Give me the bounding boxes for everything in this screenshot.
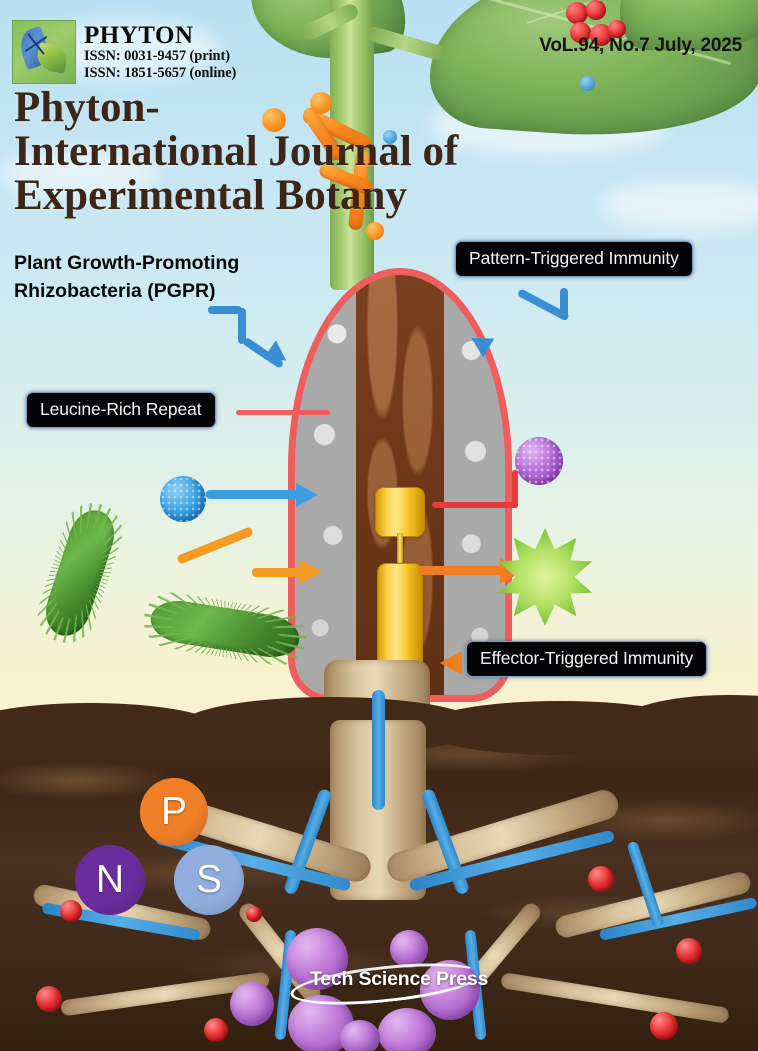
root-nodule (378, 1008, 436, 1051)
pgpr-arrow-shaft (238, 308, 246, 344)
rhizobacterium (30, 495, 130, 651)
mamp-arrow-head (296, 483, 318, 507)
publisher-logo[interactable]: Tech Science Press (288, 956, 489, 1012)
receptor-domain-upper (375, 487, 425, 537)
sphere-texture (515, 437, 563, 485)
root-nodule (340, 1020, 380, 1051)
flagella-icon (139, 588, 311, 670)
cloud-shape (600, 180, 758, 230)
orange-exudate-knob (262, 108, 286, 132)
receptor-linker (397, 533, 403, 565)
soil-nutrient-particle (676, 938, 702, 964)
callout-pattern-triggered-immunity[interactable]: Pattern-Triggered Immunity (455, 241, 693, 277)
nutrient-nitrogen: N (75, 845, 145, 915)
berry (590, 24, 612, 46)
pti-arrow-shaft (560, 288, 568, 318)
root-nodule (230, 982, 274, 1026)
effector-connector-line (432, 502, 518, 508)
berry (570, 22, 591, 43)
rhizobacterium (139, 588, 311, 670)
mamp-arrow-shaft (206, 490, 300, 499)
sphere-texture (160, 476, 206, 522)
soil-nutrient-particle (60, 900, 82, 922)
effector-in-arrow-head (300, 560, 322, 584)
plant-leaf (620, 0, 758, 50)
root-nodule (286, 928, 348, 990)
receptor-cell (288, 268, 512, 702)
subtitle-line-2: Rhizobacteria (PGPR) (14, 279, 216, 302)
soil-nutrient-particle (650, 1012, 678, 1040)
soil-nutrient-particle (36, 986, 62, 1012)
root-nodule (420, 960, 480, 1020)
issn-print: ISSN: 0031-9457 (print) (84, 48, 230, 64)
soil-nutrient-particle (246, 906, 262, 922)
effector-molecule (515, 437, 563, 485)
nutrient-phosphorus: P (140, 778, 208, 846)
effector-in-arrow-shaft (252, 568, 308, 577)
receptor-domain-lower (377, 563, 423, 675)
orange-exudate-knob (310, 92, 332, 114)
cover-subtitle: Plant Growth-Promoting Rhizobacteria (PG… (14, 250, 314, 305)
water-vessel (372, 690, 385, 810)
flagella-icon (30, 495, 130, 651)
effector-in-arrow-shaft (176, 526, 254, 565)
nutrient-label: S (195, 858, 222, 901)
nutrient-label: N (95, 858, 125, 901)
volume-issue-date: VoL.94, No.7 July, 2025 (539, 35, 742, 56)
brand-name: PHYTON (84, 22, 194, 49)
phyton-logo-icon (12, 20, 76, 84)
berry (608, 20, 626, 38)
issn-online: ISSN: 1851-5657 (online) (84, 65, 237, 81)
pgpr-arrow-shaft (208, 306, 242, 314)
soil-nutrient-particle (204, 1018, 228, 1042)
soil-nutrient-particle (588, 866, 614, 892)
journal-title: Phyton- International Journal of Experim… (14, 86, 614, 218)
publisher-name: Tech Science Press (310, 968, 489, 990)
subtitle-line-1: Plant Growth-Promoting (14, 252, 240, 274)
title-line-1: Phyton- (14, 84, 160, 131)
pgpr-arrow-head (263, 340, 293, 370)
nutrient-label: P (160, 790, 187, 833)
root-nodule (390, 930, 428, 968)
mamp-molecule (160, 476, 206, 522)
berry (566, 2, 588, 24)
cloud-shape (0, 150, 160, 198)
water-droplet (383, 130, 397, 144)
effector-connector-line (512, 470, 518, 508)
eti-arrow-head (440, 651, 462, 675)
title-line-3: Experimental Botany (14, 171, 407, 219)
immune-response-arrow-shaft (418, 566, 504, 575)
lrr-connector-line (236, 410, 330, 415)
orange-exudate-knob (366, 222, 384, 240)
water-droplet (580, 76, 595, 91)
berry (586, 0, 606, 20)
nutrient-sulfur: S (174, 845, 244, 915)
callout-leucine-rich-repeat[interactable]: Leucine-Rich Repeat (26, 392, 216, 428)
title-line-2: International Journal of (14, 127, 459, 175)
callout-effector-triggered-immunity[interactable]: Effector-Triggered Immunity (466, 641, 708, 677)
